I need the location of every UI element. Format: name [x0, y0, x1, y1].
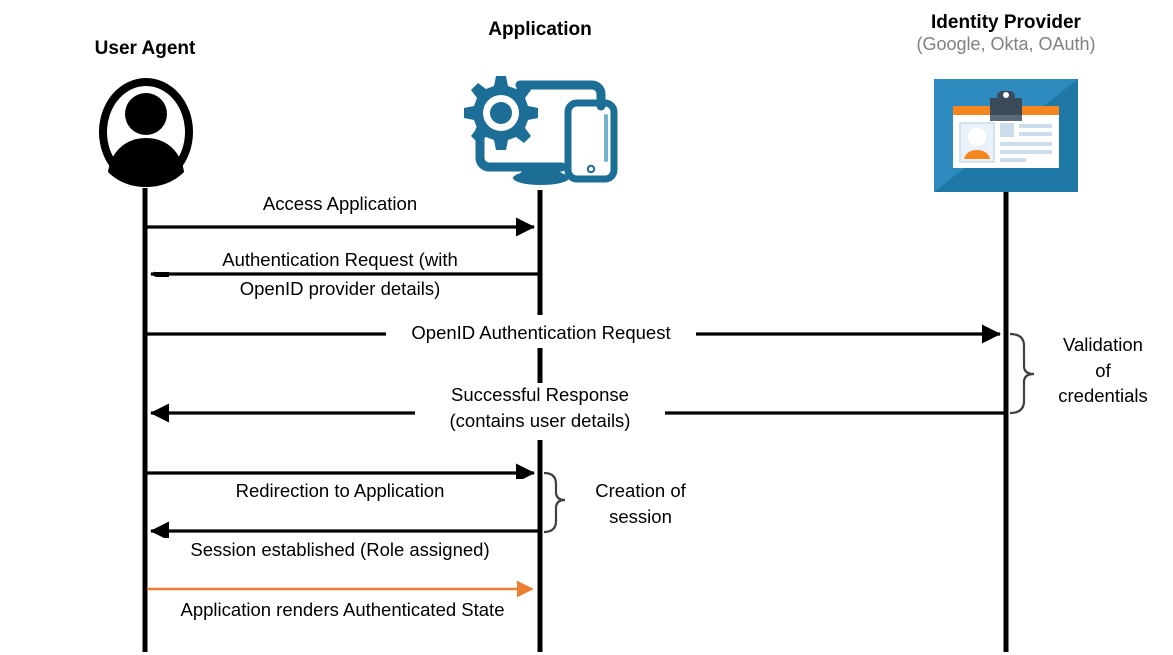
actor-label-user-agent: User Agent — [94, 38, 196, 59]
message-label-openid-authentication-request: OpenID Authentication Request — [386, 321, 696, 345]
actor-label-application: Application — [488, 19, 592, 40]
message-label-successful-response-2: (contains user details) — [415, 409, 665, 433]
message-label-redirection-to-application: Redirection to Application — [155, 479, 525, 503]
message-text-successful-response-line2: (contains user details) — [449, 410, 631, 431]
message-label-access-application: Access Application — [155, 192, 525, 216]
note-text-creation-line1: Creation of — [595, 480, 686, 501]
application-devices-icon — [464, 76, 618, 185]
note-text-validation-line2: of — [1095, 359, 1111, 381]
user-avatar-icon-box — [96, 76, 196, 188]
message-text-authentication-request-line2: OpenID provider details) — [239, 278, 441, 299]
note-text-validation-line1: Validation — [1063, 334, 1143, 355]
note-label-creation-of-session: Creation of session — [578, 478, 703, 529]
message-label-authentication-request: Authentication Request (with — [155, 248, 525, 272]
id-badge-icon — [934, 79, 1078, 192]
message-label-session-established: Session established (Role assigned) — [155, 538, 525, 562]
actor-label-identity-provider: Identity Provider — [931, 12, 1081, 33]
message-text-application-renders-authenticated-state-line1: Application renders Authenticated State — [180, 599, 505, 620]
actor-title-application: Application — [447, 19, 633, 41]
brace-creation-of-session — [543, 471, 566, 534]
note-label-validation-of-credentials: Validation of credentials — [1040, 332, 1166, 409]
message-text-session-established-line1: Session established (Role assigned) — [190, 539, 490, 560]
note-text-validation-line3: credentials — [1058, 385, 1148, 407]
user-avatar-icon — [99, 78, 193, 187]
brace-validation-of-credentials — [1009, 332, 1035, 415]
actor-sublabel-identity-provider: (Google, Okta, OAuth) — [916, 33, 1096, 54]
note-text-creation-line2: session — [609, 505, 672, 527]
id-badge-icon-box — [934, 79, 1078, 192]
application-devices-icon-box — [450, 68, 634, 188]
message-text-access-application-line1: Access Application — [262, 193, 418, 214]
message-text-openid-authentication-request-line1: OpenID Authentication Request — [411, 322, 671, 343]
message-label-application-renders-authenticated-state: Application renders Authenticated State — [155, 598, 530, 622]
actor-title-user-agent: User Agent — [52, 38, 238, 60]
message-label-successful-response: Successful Response — [415, 383, 665, 407]
message-text-successful-response-line1: Successful Response — [451, 384, 629, 405]
message-label-authentication-request-2: OpenID provider details) — [155, 277, 525, 301]
actor-title-identity-provider: Identity Provider (Google, Okta, OAuth) — [890, 12, 1122, 55]
message-text-redirection-to-application-line1: Redirection to Application — [235, 480, 445, 501]
message-text-authentication-request-line1: Authentication Request (with — [222, 249, 458, 270]
